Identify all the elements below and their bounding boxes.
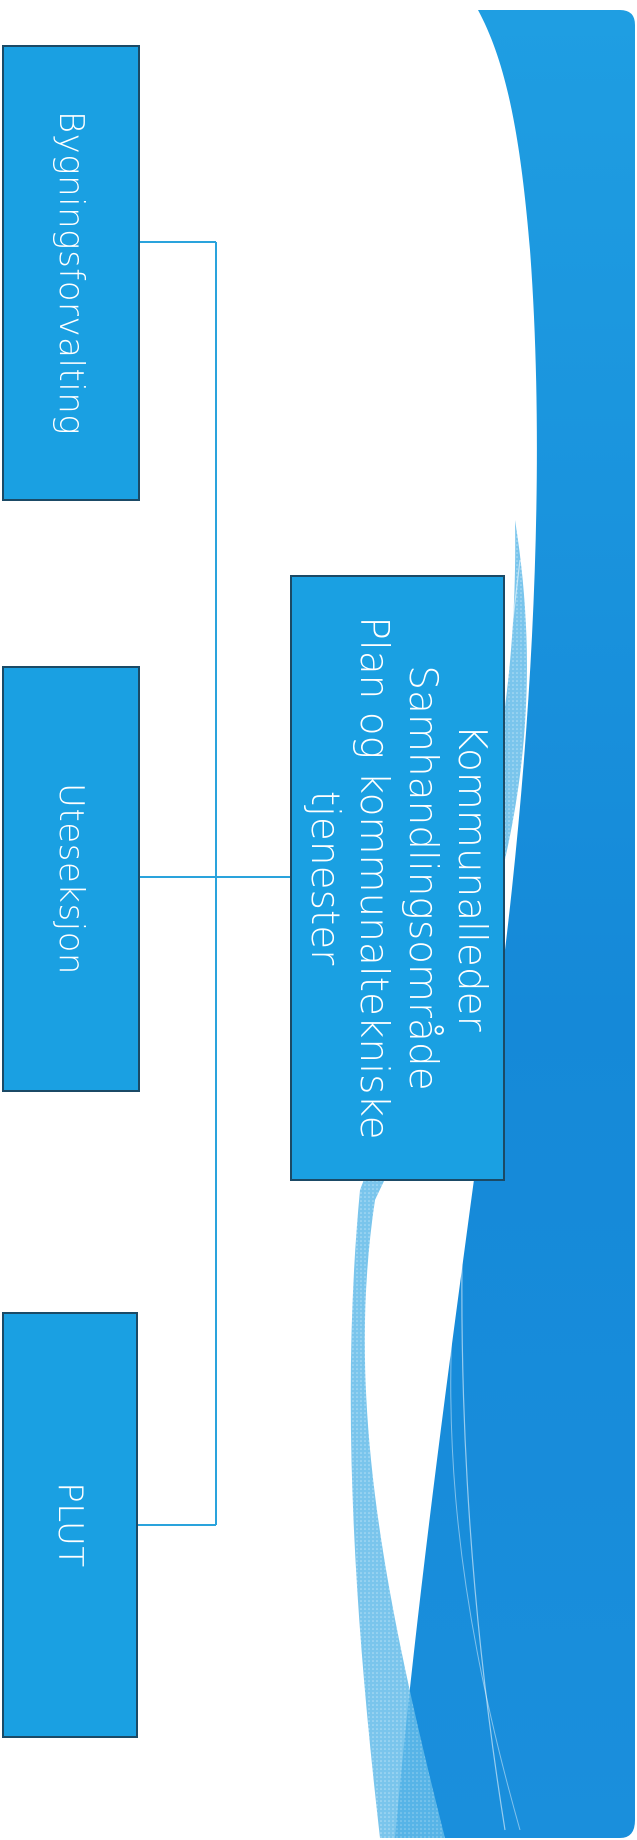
- root-line-1: Kommunalleder: [448, 724, 494, 1032]
- root-line-4: tjenester: [301, 790, 347, 966]
- root-node-kommunalleder: Kommunalleder Samhandlingsområde Plan og…: [290, 575, 505, 1181]
- root-line-2: Samhandlingsområde: [399, 665, 445, 1091]
- root-node-label: Kommunalleder Samhandlingsområde Plan og…: [300, 616, 496, 1139]
- node-uteseksjon: Uteseksjon: [2, 666, 140, 1092]
- node-label: PLUT: [50, 1482, 90, 1568]
- node-label: Uteseksjon: [51, 783, 91, 975]
- connector-lines: [138, 241, 290, 1526]
- node-label: Bygningsforvalting: [51, 110, 91, 436]
- root-line-3: Plan og kommunaltekniske: [350, 616, 396, 1140]
- node-plut: PLUT: [2, 1312, 138, 1738]
- node-bygningsforvalting: Bygningsforvalting: [2, 45, 140, 501]
